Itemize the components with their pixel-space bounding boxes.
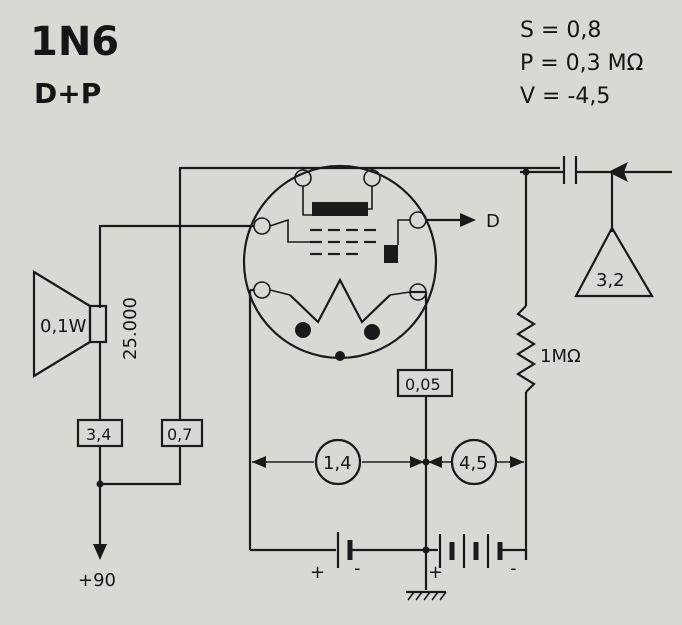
- param-v: V = -4,5: [520, 84, 610, 109]
- voltage-45-label: 4,5: [459, 453, 488, 474]
- speaker-power-label: 0,1W: [40, 316, 87, 337]
- filament: [289, 277, 391, 324]
- resistor-label: 1MΩ: [540, 346, 581, 367]
- input-signal-triangle: [574, 225, 654, 298]
- tube-key: [335, 351, 345, 361]
- grid-resistor: [515, 305, 537, 393]
- battery1-plus: +: [310, 562, 325, 583]
- coupling-capacitor: [520, 156, 612, 184]
- control-grid: [310, 228, 376, 256]
- param-s: S = 0,8: [520, 18, 601, 43]
- ground-symbol: [406, 590, 447, 601]
- filament-battery: [336, 532, 353, 568]
- voltage-dimension-45: 4,5: [428, 438, 524, 486]
- junction-supply: [96, 480, 104, 488]
- voltage-dimension-14: 1,4: [252, 438, 424, 486]
- battery2-minus: -: [510, 558, 517, 579]
- voltage-14-label: 1,4: [323, 453, 352, 474]
- tube-envelope: [242, 164, 438, 360]
- vacuum-tube: [242, 164, 438, 361]
- current-box-07: [160, 418, 204, 448]
- junction-ground: [422, 546, 430, 554]
- supply-label: +90: [78, 570, 116, 591]
- pin-7: [295, 322, 311, 338]
- function-label: D+P: [34, 77, 101, 110]
- supply-arrow: [93, 544, 107, 560]
- current-34-label: 3,4: [86, 425, 111, 444]
- battery2-plus: +: [428, 562, 443, 583]
- pin-8: [364, 324, 380, 340]
- diode-output-label: D: [486, 211, 500, 232]
- param-rho: P = 0,3 MΩ: [520, 51, 643, 76]
- battery1-minus: -: [354, 558, 361, 579]
- current-07-label: 0,7: [167, 425, 192, 444]
- anode-plate: [312, 202, 368, 216]
- diode-anode: [384, 245, 398, 263]
- current-005-label: 0,05: [405, 375, 441, 394]
- input-arrow: [608, 162, 628, 182]
- pin-4: [409, 211, 427, 229]
- diode-output-arrow: [460, 213, 476, 227]
- junction-anode: [522, 168, 530, 176]
- grid-bias-battery: [438, 534, 503, 568]
- input-signal-label: 3,2: [596, 270, 625, 291]
- junction-mid: [422, 458, 430, 466]
- pin-3: [253, 217, 271, 235]
- pin-5: [253, 281, 271, 299]
- tube-type-label: 1N6: [30, 19, 119, 65]
- loudspeaker: [32, 270, 108, 378]
- transformer-impedance-label: 25.000: [120, 297, 141, 360]
